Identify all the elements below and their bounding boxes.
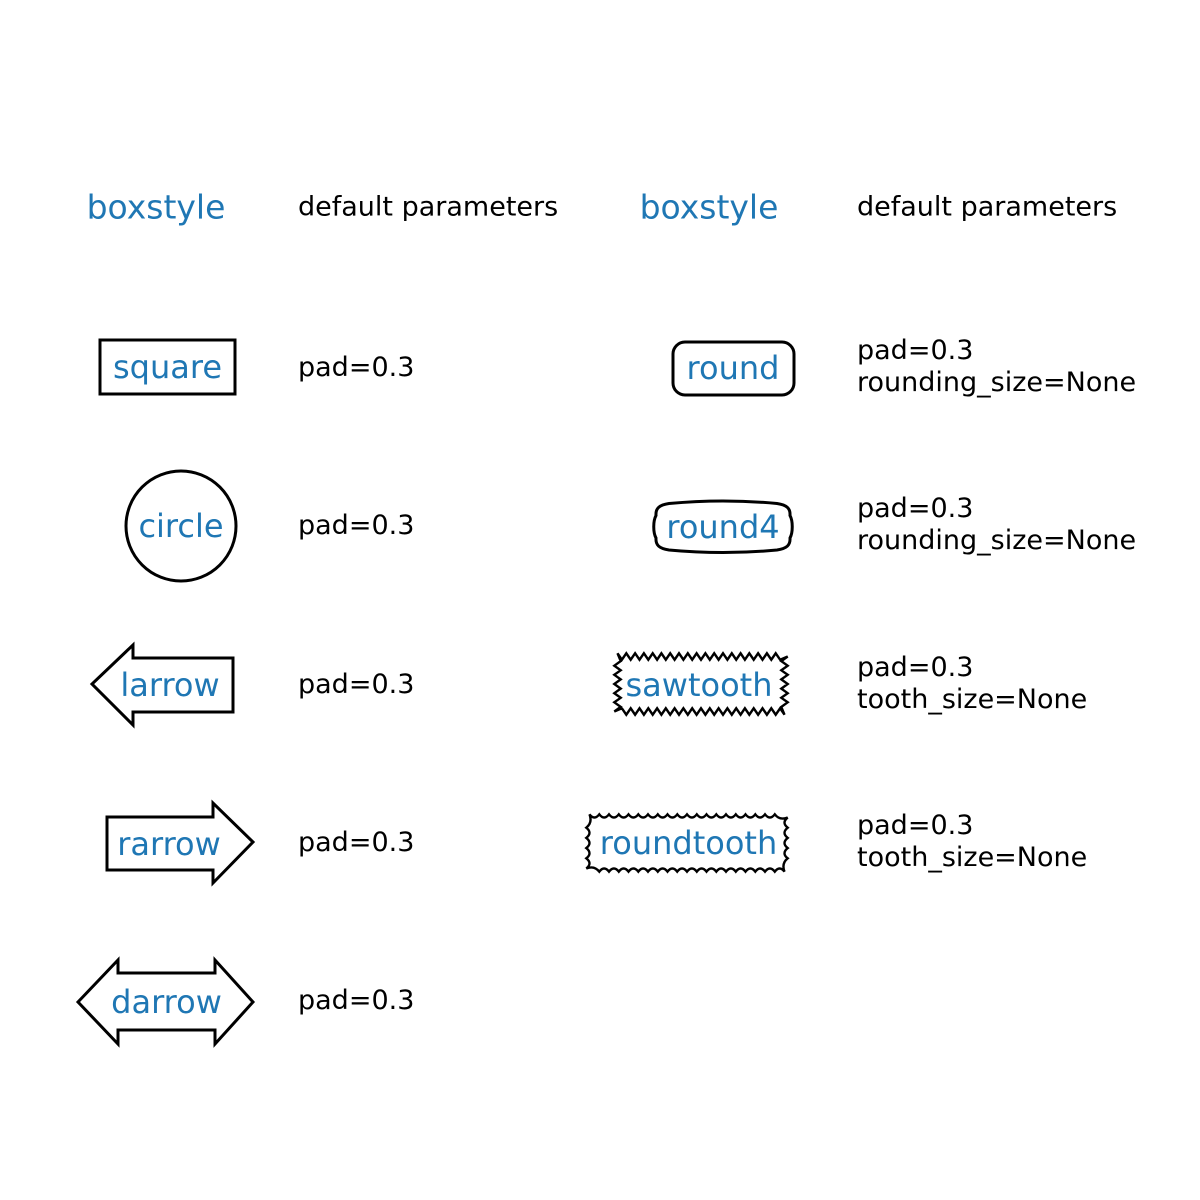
params-text-darrow: pad=0.3	[298, 984, 415, 1016]
boxstyle-label-round: round	[686, 349, 780, 387]
circle-boxstyle-shape	[124, 469, 238, 583]
sawtooth-boxstyle-shape	[612, 651, 790, 717]
params-line: rounding_size=None	[857, 367, 1137, 398]
params-text-round: pad=0.3 rounding_size=None	[857, 335, 1136, 399]
boxstyle-label-larrow: larrow	[120, 666, 220, 704]
larrow-boxstyle-shape	[89, 641, 235, 729]
params-line: pad=0.3	[857, 810, 974, 841]
params-line: pad=0.3	[857, 335, 974, 366]
params-text-rarrow: pad=0.3	[298, 826, 415, 858]
params-text-round4: pad=0.3 rounding_size=None	[857, 493, 1136, 557]
rarrow-boxstyle-shape	[105, 799, 256, 887]
params-text-sawtooth: pad=0.3 tooth_size=None	[857, 652, 1087, 716]
boxstyle-label-roundtooth: roundtooth	[599, 824, 778, 862]
roundtooth-boxstyle-shape	[584, 812, 790, 874]
column-header-boxstyle-right: boxstyle	[639, 187, 779, 227]
boxstyle-label-rarrow: rarrow	[117, 824, 221, 863]
params-line: pad=0.3	[857, 493, 974, 524]
square-boxstyle-shape	[98, 338, 237, 396]
params-line: rounding_size=None	[857, 525, 1137, 556]
boxstyle-label-darrow: darrow	[111, 982, 222, 1021]
params-line: pad=0.3	[857, 652, 974, 683]
boxstyle-label-sawtooth: sawtooth	[625, 666, 773, 704]
params-line: tooth_size=None	[857, 684, 1088, 715]
boxstyle-label-square: square	[112, 348, 222, 386]
column-header-boxstyle-left: boxstyle	[86, 187, 226, 227]
params-text-square: pad=0.3	[298, 351, 415, 383]
darrow-boxstyle-shape	[75, 956, 256, 1048]
params-text-larrow: pad=0.3	[298, 668, 415, 700]
params-line: tooth_size=None	[857, 842, 1088, 873]
round-boxstyle-shape	[671, 340, 796, 397]
boxstyle-label-round4: round4	[666, 507, 780, 546]
params-text-roundtooth: pad=0.3 tooth_size=None	[857, 810, 1087, 874]
params-text-circle: pad=0.3	[298, 509, 415, 541]
column-header-params-left: default parameters	[298, 191, 559, 223]
round4-boxstyle-shape	[652, 499, 794, 555]
column-header-params-right: default parameters	[857, 191, 1118, 223]
boxstyle-label-circle: circle	[138, 507, 224, 545]
